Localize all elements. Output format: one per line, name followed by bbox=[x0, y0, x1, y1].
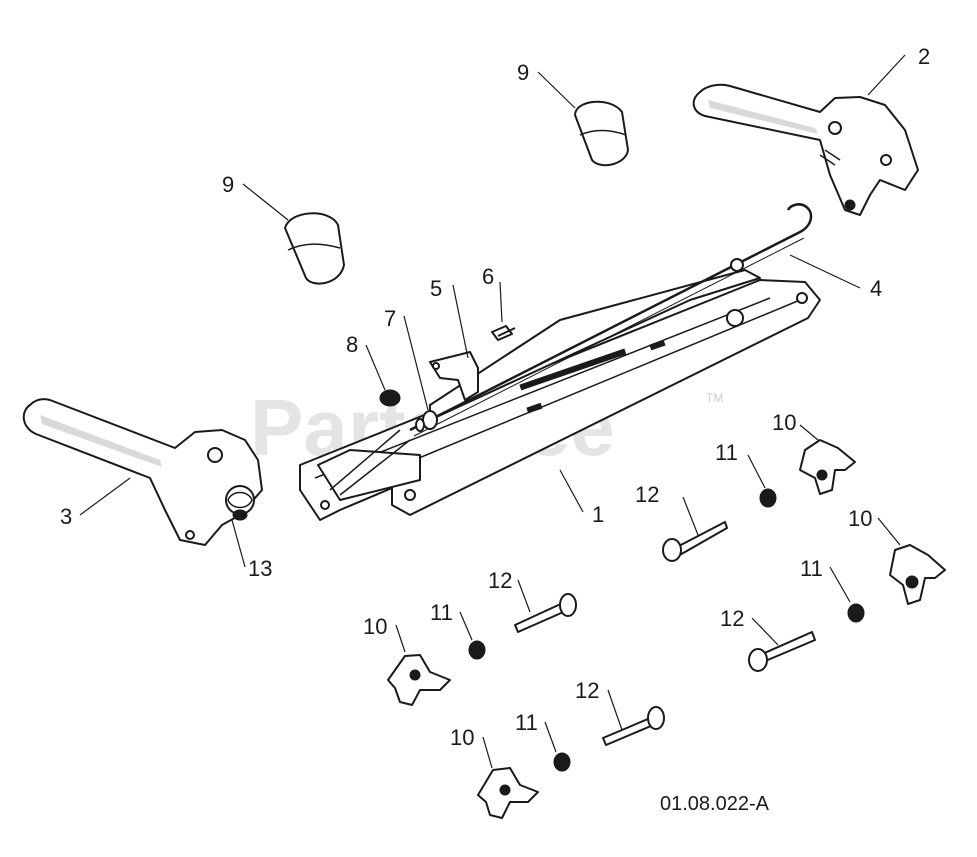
callout-11-b: 11 bbox=[800, 556, 823, 581]
callout-9-lower: 9 bbox=[222, 172, 234, 197]
callout-1: 1 bbox=[592, 502, 604, 527]
part-11-nut-d[interactable] bbox=[553, 752, 571, 772]
callout-6: 6 bbox=[482, 264, 494, 289]
part-12-bolt-a[interactable] bbox=[662, 521, 728, 562]
callout-9-upper: 9 bbox=[517, 60, 529, 85]
callout-12-a: 12 bbox=[635, 482, 659, 507]
callout-4: 4 bbox=[870, 276, 882, 301]
callout-12-b: 12 bbox=[488, 568, 512, 593]
callout-labels: 2 9 9 4 5 6 7 8 1 3 13 10 11 10 11 10 11… bbox=[60, 44, 930, 750]
callout-10-d: 10 bbox=[450, 725, 474, 750]
callout-3: 3 bbox=[60, 504, 72, 529]
callout-12-c: 12 bbox=[720, 606, 744, 631]
part-12-bolt-c[interactable] bbox=[748, 631, 816, 672]
part-11-nut-b[interactable] bbox=[847, 603, 865, 623]
part-6-bolt[interactable] bbox=[491, 325, 516, 341]
part-10-knob-c[interactable] bbox=[387, 654, 451, 706]
callout-8: 8 bbox=[346, 332, 358, 357]
part-13-spring[interactable] bbox=[225, 485, 255, 521]
drawing-code: 01.08.022-A bbox=[660, 793, 770, 815]
part-12-bolt-d[interactable] bbox=[602, 706, 665, 746]
part-10-knob-b[interactable] bbox=[889, 544, 946, 605]
part-7-washer[interactable] bbox=[415, 410, 438, 432]
part-11-nut-c[interactable] bbox=[468, 640, 486, 660]
callout-10-b: 10 bbox=[848, 506, 872, 531]
part-2-handle-right[interactable] bbox=[692, 83, 919, 216]
part-12-bolt-b[interactable] bbox=[514, 593, 577, 633]
watermark-trademark: TM bbox=[706, 391, 723, 405]
leader-lines bbox=[79, 54, 906, 769]
callout-10-c: 10 bbox=[363, 614, 387, 639]
callout-11-c: 11 bbox=[430, 600, 453, 625]
callout-13: 13 bbox=[248, 556, 272, 581]
part-9-knob-lower[interactable] bbox=[284, 212, 345, 285]
part-10-knob-d[interactable] bbox=[477, 767, 539, 819]
part-4-rod[interactable] bbox=[409, 203, 813, 437]
part-9-knob-upper[interactable] bbox=[574, 100, 629, 167]
part-8-nut[interactable] bbox=[379, 389, 401, 407]
part-1-bracket[interactable] bbox=[299, 269, 821, 521]
part-3-handle-left[interactable] bbox=[22, 398, 263, 546]
part-11-nut-a[interactable] bbox=[759, 488, 777, 508]
part-5-bracket[interactable] bbox=[429, 351, 479, 401]
callout-12-d: 12 bbox=[575, 678, 599, 703]
callout-11-d: 11 bbox=[515, 710, 538, 735]
callout-2: 2 bbox=[918, 44, 930, 69]
callout-5: 5 bbox=[430, 276, 442, 301]
callout-11-a: 11 bbox=[715, 440, 738, 465]
part-10-knob-a[interactable] bbox=[799, 439, 856, 495]
callout-7: 7 bbox=[384, 306, 396, 331]
callout-10-a: 10 bbox=[772, 410, 796, 435]
